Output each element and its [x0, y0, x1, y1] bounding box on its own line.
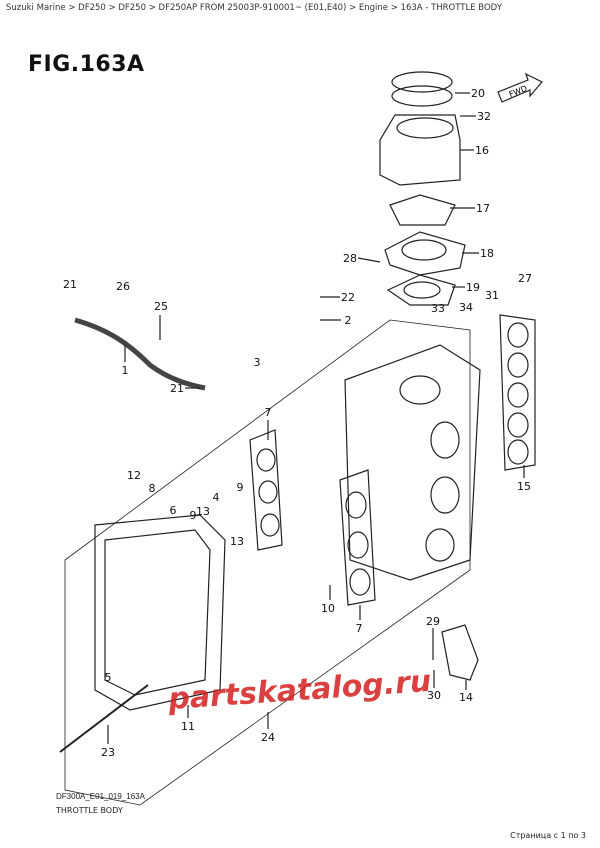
callout-6: 6 [170, 504, 177, 517]
part-gasket-15 [499, 314, 536, 471]
callout-26: 26 [116, 280, 130, 293]
part-throttle-body-16 [379, 114, 461, 186]
callout-20: 20 [471, 87, 485, 100]
callout-13: 13 [230, 535, 244, 548]
callout-32: 32 [477, 110, 491, 123]
callout-10: 10 [321, 602, 335, 615]
callout-17: 17 [476, 202, 490, 215]
callout-34: 34 [459, 301, 473, 314]
callout-13: 13 [196, 505, 210, 518]
part-ring-20 [391, 71, 453, 93]
callout-19: 19 [466, 281, 480, 294]
callout-30: 30 [427, 689, 441, 702]
part-intake-manifold [344, 344, 481, 581]
callout-25: 25 [154, 300, 168, 313]
breadcrumb: Suzuki Marine > DF250 > DF250 > DF250AP … [6, 3, 502, 13]
part-gasket-7a [249, 429, 283, 551]
part-gasket-7b [339, 469, 376, 606]
callout-27: 27 [518, 272, 532, 285]
callout-33: 33 [431, 302, 445, 315]
drawing-caption: THROTTLE BODY [56, 806, 123, 815]
part-box-3 [64, 319, 471, 806]
callout-3: 3 [254, 356, 261, 369]
callout-29: 29 [426, 615, 440, 628]
callout-16: 16 [475, 144, 489, 157]
forward-label: FWD [508, 84, 529, 99]
callout-21: 21 [63, 278, 77, 291]
part-hose-1 [74, 317, 206, 391]
part-gasket-19 [386, 274, 456, 306]
drawing-code: DF300A_E01_019_163A [56, 792, 145, 801]
callout-12: 12 [127, 469, 141, 482]
callout-4: 4 [213, 491, 220, 504]
callout-31: 31 [485, 289, 499, 302]
callout-24: 24 [261, 731, 275, 744]
page-indicator: Страница с 1 по 3 [510, 831, 586, 840]
callout-5: 5 [105, 671, 112, 684]
forward-arrow-icon: FWD [497, 72, 543, 103]
callout-23: 23 [101, 746, 115, 759]
part-bolt-23 [59, 684, 149, 753]
callout-28: 28 [343, 252, 357, 265]
callout-2: 2 [345, 314, 352, 327]
callout-7: 7 [356, 622, 363, 635]
part-bracket-14 [441, 624, 479, 681]
part-cover-5 [94, 514, 226, 711]
callout-21: 21 [170, 382, 184, 395]
part-plate-18 [384, 231, 466, 276]
callout-9: 9 [190, 509, 197, 522]
callout-8: 8 [149, 482, 156, 495]
callout-11: 11 [181, 720, 195, 733]
callout-1: 1 [122, 364, 129, 377]
part-gasket-17 [389, 194, 456, 226]
watermark: partskatalog.ru [166, 664, 432, 717]
figure-title: FIG.163A [28, 52, 145, 77]
callout-18: 18 [480, 247, 494, 260]
callout-15: 15 [517, 480, 531, 493]
callout-22: 22 [341, 291, 355, 304]
callout-9: 9 [237, 481, 244, 494]
callout-14: 14 [459, 691, 473, 704]
callout-7: 7 [265, 406, 272, 419]
